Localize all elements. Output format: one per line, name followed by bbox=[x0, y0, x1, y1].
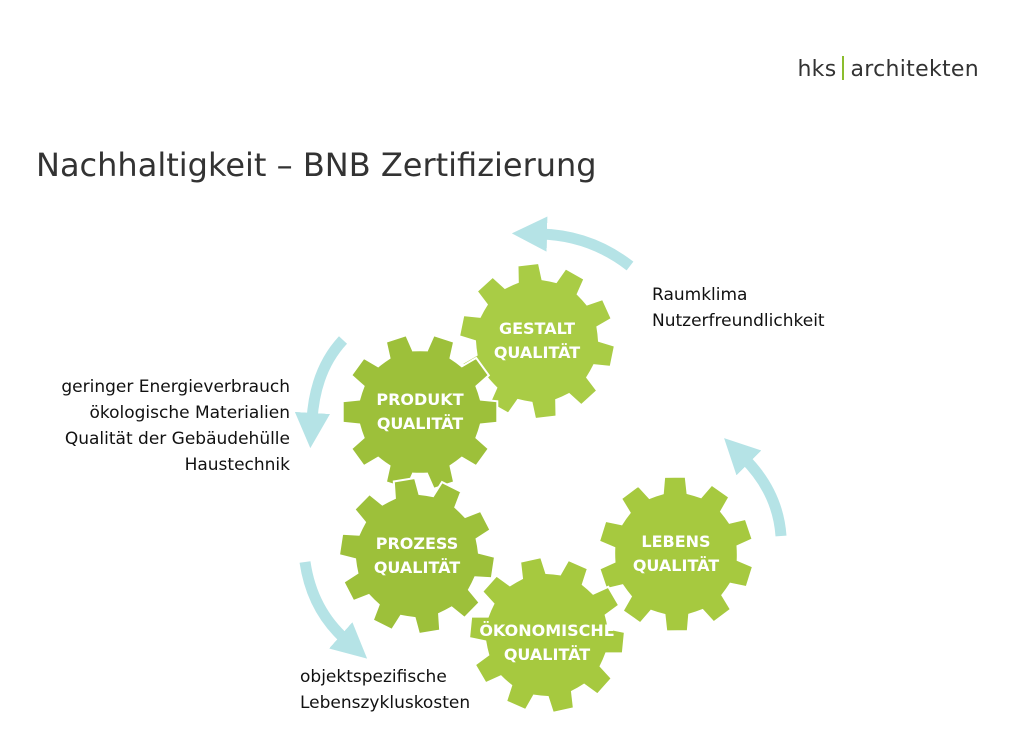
note-item: ökologische Materialien bbox=[89, 403, 290, 423]
gear-produkt-shape bbox=[341, 333, 499, 491]
logo-separator bbox=[842, 56, 845, 80]
cycle-arrow-right bbox=[724, 438, 787, 537]
gear-lebens-label-2: QUALITÄT bbox=[633, 556, 719, 575]
gear-produkt-label-1: PRODUKT bbox=[376, 390, 463, 409]
gear-gestalt-label-2: QUALITÄT bbox=[494, 343, 580, 362]
logo-text-architekten: architekten bbox=[850, 57, 979, 82]
note-item: Haustechnik bbox=[184, 455, 290, 475]
gear-oekonomische: ÖKONOMISCHE QUALITÄT bbox=[468, 556, 626, 714]
note-gestalt-qualitaet: Raumklima Nutzerfreundlichkeit bbox=[652, 282, 825, 334]
cycle-arrow-left bbox=[294, 336, 348, 449]
logo-text-hks: hks bbox=[797, 57, 837, 82]
gear-prozess-label-1: PROZESS bbox=[376, 534, 459, 553]
gear-gestalt-shape bbox=[457, 261, 617, 421]
note-item: geringer Energieverbrauch bbox=[61, 377, 290, 397]
note-item: Raumklima bbox=[652, 285, 748, 305]
gear-prozess-shape bbox=[337, 476, 497, 636]
note-produkt-qualitaet: geringer Energieverbrauch ökologische Ma… bbox=[61, 374, 290, 478]
gear-oekonomische-shape bbox=[468, 556, 626, 714]
page-title: Nachhaltigkeit – BNB Zertifizierung bbox=[36, 146, 597, 184]
gear-oekonomische-label-2: QUALITÄT bbox=[504, 645, 590, 664]
cycle-arrow-top bbox=[511, 216, 634, 271]
gear-produkt-label-2: QUALITÄT bbox=[377, 414, 463, 433]
gear-lebens: LEBENS QUALITÄT bbox=[597, 475, 755, 633]
note-oekonomische-qualitaet: objektspezifische Lebenszykluskosten bbox=[300, 664, 470, 716]
gear-prozess-label-2: QUALITÄT bbox=[374, 558, 460, 577]
gear-oekonomische-label-1: ÖKONOMISCHE bbox=[479, 621, 614, 640]
gear-gestalt-label-1: GESTALT bbox=[499, 319, 575, 338]
gear-produkt: PRODUKT QUALITÄT bbox=[341, 333, 499, 491]
note-item: objektspezifische bbox=[300, 667, 447, 687]
note-item: Qualität der Gebäudehülle bbox=[64, 429, 290, 449]
gear-lebens-label-1: LEBENS bbox=[641, 532, 710, 551]
note-item: Lebenszykluskosten bbox=[300, 693, 471, 713]
gear-lebens-shape bbox=[597, 475, 755, 633]
gear-gestalt: GESTALT QUALITÄT bbox=[457, 261, 617, 421]
gear-prozess: PROZESS QUALITÄT bbox=[337, 476, 497, 636]
cycle-arrow-bottom-left bbox=[299, 561, 368, 659]
company-logo: hks architekten bbox=[797, 56, 979, 82]
note-item: Nutzerfreundlichkeit bbox=[652, 311, 825, 331]
